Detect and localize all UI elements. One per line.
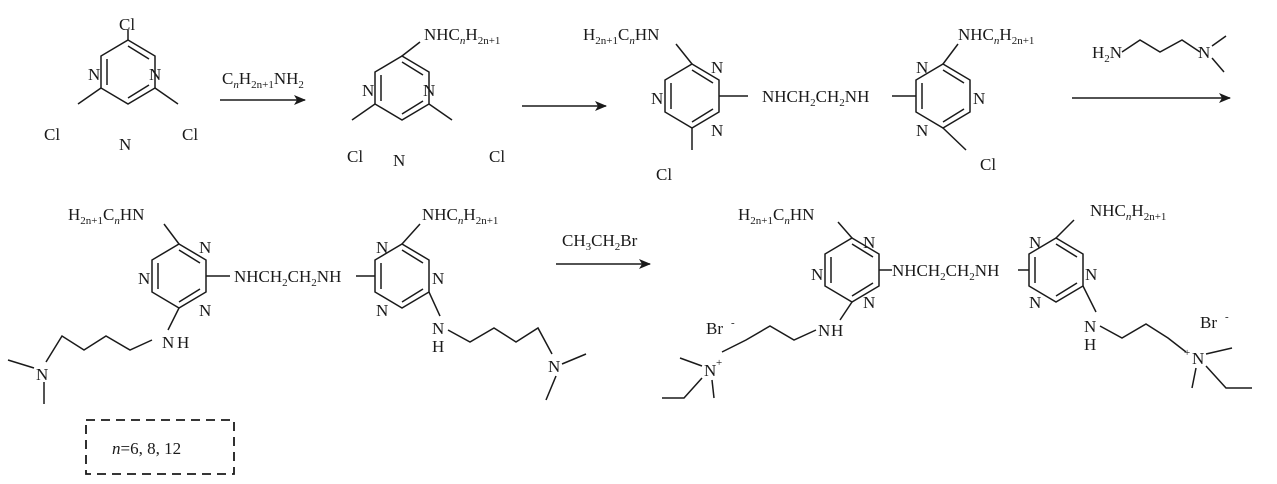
reaction-arrow-3: H2N N xyxy=(1072,35,1231,103)
cyanuric-chloride: N N N Cl Cl Cl xyxy=(44,15,198,154)
svg-text:NHCH2CH2NH: NHCH2CH2NH xyxy=(762,87,869,109)
svg-text:N: N xyxy=(376,301,388,320)
svg-text:N: N xyxy=(818,321,830,340)
svg-text:N: N xyxy=(138,269,150,288)
svg-text:N: N xyxy=(1192,349,1204,368)
svg-text:N: N xyxy=(393,151,405,170)
svg-text:NHCnH2n+1: NHCnH2n+1 xyxy=(422,205,498,227)
svg-text:N: N xyxy=(1029,233,1041,252)
svg-text:Cl: Cl xyxy=(980,155,996,174)
svg-text:N: N xyxy=(432,269,444,288)
svg-text:H2n+1CnHN: H2n+1CnHN xyxy=(68,205,144,227)
svg-text:Br: Br xyxy=(706,319,723,338)
svg-text:Cl: Cl xyxy=(182,125,198,144)
svg-text:H2n+1CnHN: H2n+1CnHN xyxy=(583,25,659,47)
svg-text:N: N xyxy=(1198,43,1210,62)
svg-text:NHCnH2n+1: NHCnH2n+1 xyxy=(1090,201,1166,223)
svg-text:Cl: Cl xyxy=(489,147,505,166)
reaction-arrow-4: CH3CH2Br xyxy=(556,231,651,269)
svg-text:N: N xyxy=(423,81,435,100)
svg-text:H2N: H2N xyxy=(1092,43,1122,65)
svg-text:N: N xyxy=(199,238,211,257)
svg-text:N: N xyxy=(199,301,211,320)
svg-text:N: N xyxy=(1029,293,1041,312)
n-values-note: n=6, 8, 12 xyxy=(85,419,235,475)
bridged-bis-triazine-chloro: H2n+1CnHN N N N Cl NHCH2CH2NH NHCnH2n+1 … xyxy=(583,25,1034,184)
svg-text:N: N xyxy=(811,265,823,284)
svg-text:N: N xyxy=(119,135,131,154)
svg-text:Cl: Cl xyxy=(347,147,363,166)
svg-text:H: H xyxy=(432,337,444,356)
svg-text:N: N xyxy=(362,81,374,100)
svg-text:n=6, 8, 12: n=6, 8, 12 xyxy=(112,439,181,458)
svg-text:N: N xyxy=(548,357,560,376)
svg-text:N: N xyxy=(863,233,875,252)
svg-text:CH3CH2Br: CH3CH2Br xyxy=(562,231,638,253)
svg-text:N: N xyxy=(711,58,723,77)
svg-text:+: + xyxy=(716,357,722,369)
svg-text:NHCH2CH2NH: NHCH2CH2NH xyxy=(234,267,341,289)
svg-text:N: N xyxy=(432,319,444,338)
svg-text:N: N xyxy=(376,238,388,257)
bis-tertiary-amine-triazine: H2n+1CnHN N N N N H N NHCH2CH2NH NHCnH2n… xyxy=(7,205,587,404)
svg-text:+: + xyxy=(1184,347,1190,359)
svg-text:N: N xyxy=(1084,317,1096,336)
svg-text:H: H xyxy=(177,333,189,352)
svg-text:N: N xyxy=(711,121,723,140)
svg-text:N: N xyxy=(88,65,100,84)
svg-text:N: N xyxy=(36,365,48,384)
svg-text:H2n+1CnHN: H2n+1CnHN xyxy=(738,205,814,227)
svg-text:N: N xyxy=(1085,265,1097,284)
svg-text:N: N xyxy=(162,333,174,352)
svg-text:Cl: Cl xyxy=(119,15,135,34)
svg-text:N: N xyxy=(916,58,928,77)
svg-text:NHCnH2n+1: NHCnH2n+1 xyxy=(958,25,1034,47)
svg-text:NHCnH2n+1: NHCnH2n+1 xyxy=(424,25,500,47)
svg-text:Cl: Cl xyxy=(44,125,60,144)
monoamino-dichlorotriazine: NHCnH2n+1 N N N Cl Cl xyxy=(347,25,505,170)
reaction-arrow-1: CnH2n+1NH2 xyxy=(220,69,306,105)
svg-text:N: N xyxy=(973,89,985,108)
svg-text:N: N xyxy=(149,65,161,84)
svg-text:N: N xyxy=(863,293,875,312)
svg-text:N: N xyxy=(704,361,716,380)
svg-text:N: N xyxy=(916,121,928,140)
svg-text:NHCH2CH2NH: NHCH2CH2NH xyxy=(892,261,999,283)
svg-text:CnH2n+1NH2: CnH2n+1NH2 xyxy=(222,69,304,91)
svg-text:Cl: Cl xyxy=(656,165,672,184)
quaternary-ammonium-product: H2n+1CnHN N N N N H N + Br - NHCH2CH2NH … xyxy=(662,201,1252,399)
svg-text:-: - xyxy=(731,317,735,329)
svg-text:Br: Br xyxy=(1200,313,1217,332)
svg-text:H: H xyxy=(831,321,843,340)
svg-text:-: - xyxy=(1225,311,1229,323)
svg-text:H: H xyxy=(1084,335,1096,354)
svg-text:N: N xyxy=(651,89,663,108)
